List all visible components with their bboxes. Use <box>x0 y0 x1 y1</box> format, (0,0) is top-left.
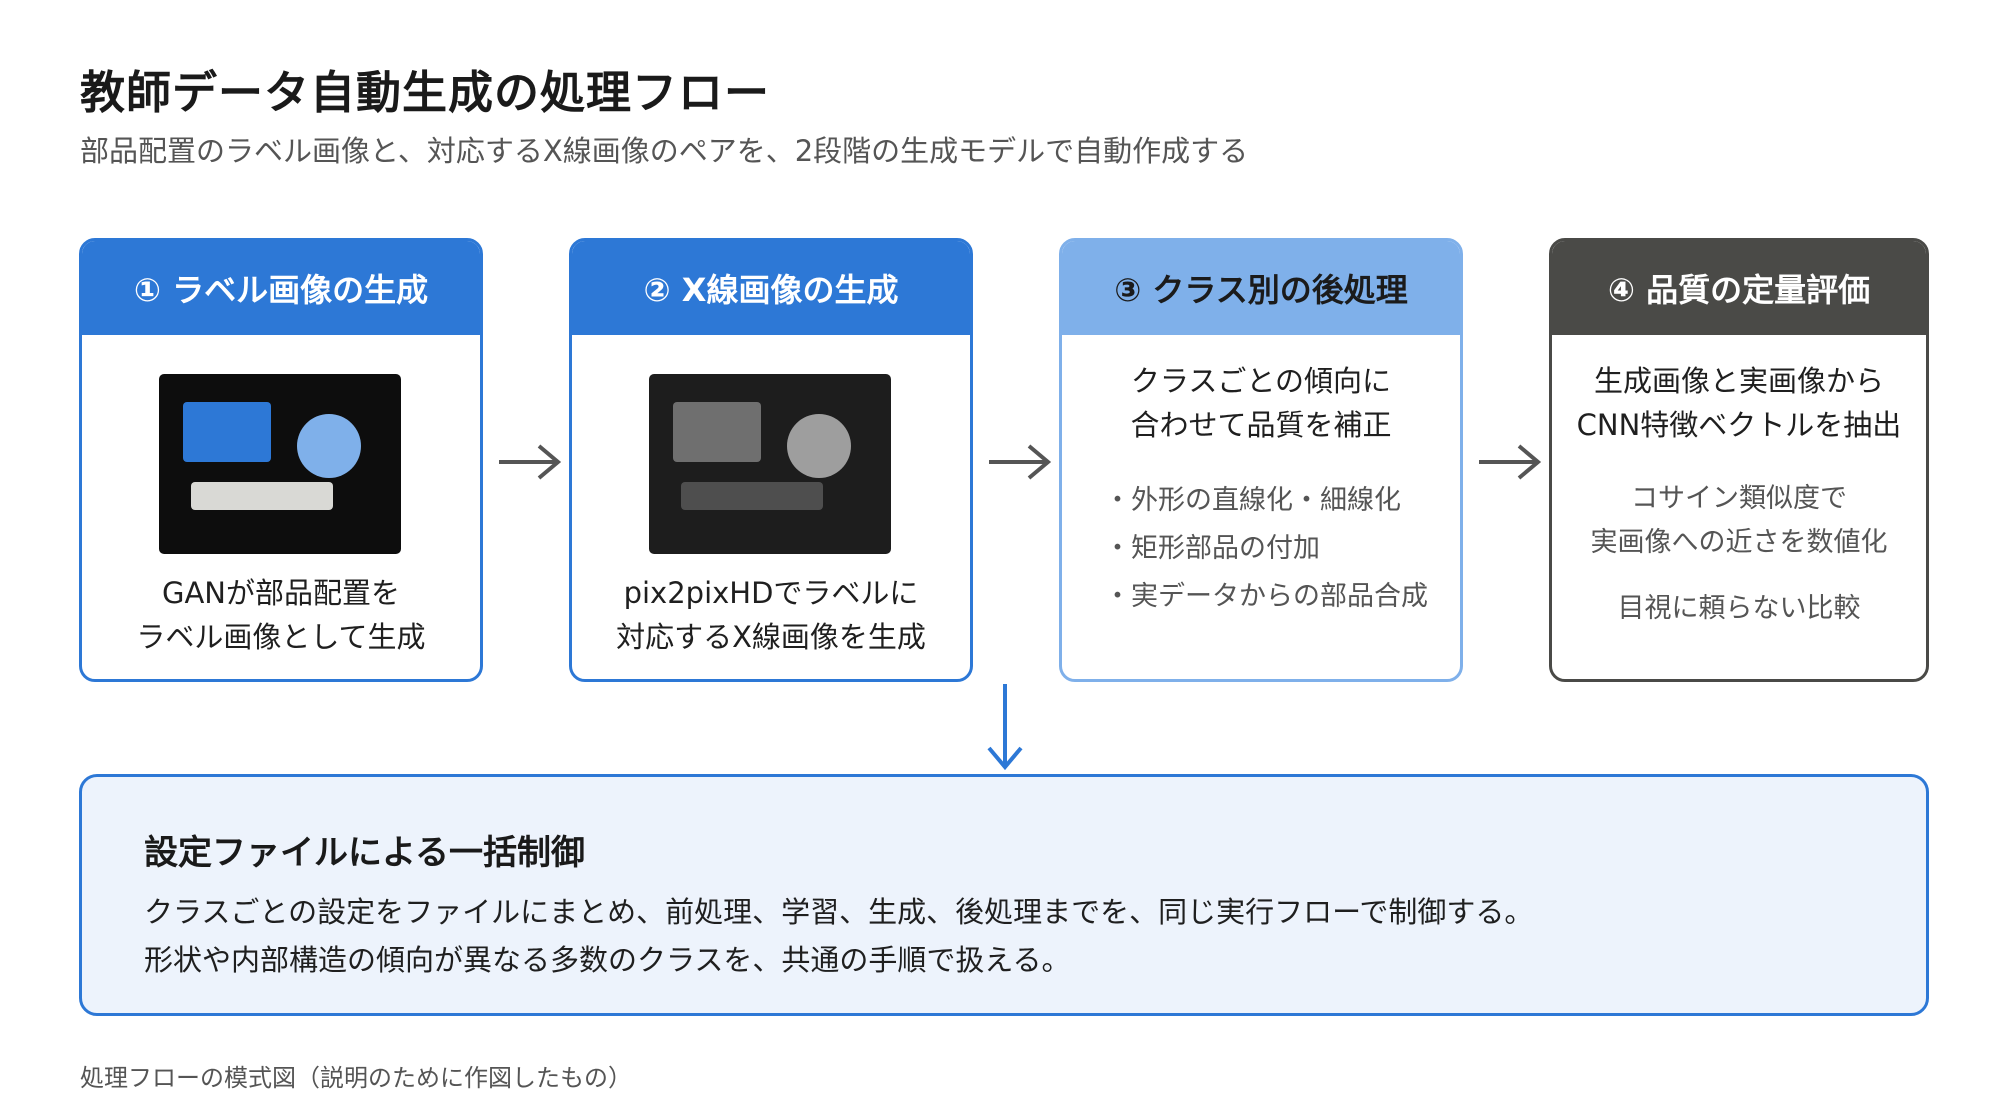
right-arrow-icon <box>499 444 562 480</box>
step-heading: ③ クラス別の後処理 <box>1062 241 1460 335</box>
step-lead: クラスごとの傾向に 合わせて品質を補正 <box>1062 359 1460 447</box>
config-control-panel: 設定ファイルによる一括制御 クラスごとの設定をファイルにまとめ、前処理、学習、生… <box>79 774 1929 1016</box>
step-lead: 生成画像と実画像から CNN特徴ベクトルを抽出 <box>1552 359 1926 447</box>
circle-part-shape <box>787 414 851 478</box>
bar-part-shape <box>191 482 333 510</box>
detail-line: コサイン類似度で <box>1631 483 1847 514</box>
caption-line: GANが部品配置を <box>161 576 400 610</box>
step-heading: ① ラベル画像の生成 <box>82 241 480 335</box>
caption-line: 対応するX線画像を生成 <box>616 620 926 654</box>
panel-text-line: 形状や内部構造の傾向が異なる多数のクラスを、共通の手順で扱える。 <box>144 943 1071 977</box>
right-arrow-icon <box>1479 444 1542 480</box>
bullet-item: ・外形の直線化・細線化 <box>1104 485 1401 516</box>
step-card-quality-eval: ④ 品質の定量評価 生成画像と実画像から CNN特徴ベクトルを抽出 コサイン類似… <box>1549 238 1929 682</box>
panel-title: 設定ファイルによる一括制御 <box>144 833 585 873</box>
page-subtitle: 部品配置のラベル画像と、対応するX線画像のペアを、2段階の生成モデルで自動作成す… <box>80 134 1249 168</box>
circle-part-shape <box>297 414 361 478</box>
panel-text-line: クラスごとの設定をファイルにまとめ、前処理、学習、生成、後処理までを、同じ実行フ… <box>144 895 1534 929</box>
step-heading: ② X線画像の生成 <box>572 241 970 335</box>
step-detail-note: 目視に頼らない比較 <box>1617 593 1861 624</box>
step-detail: コサイン類似度で 実画像への近さを数値化 <box>1552 477 1926 565</box>
bullet-item: ・実データからの部品合成 <box>1104 581 1428 612</box>
lead-line: 合わせて品質を補正 <box>1130 408 1392 442</box>
lead-line: クラスごとの傾向に <box>1130 364 1392 398</box>
rect-part-shape <box>673 402 761 462</box>
step-card-xray-generation: ② X線画像の生成 pix2pixHDでラベルに 対応するX線画像を生成 <box>569 238 973 682</box>
step-caption: pix2pixHDでラベルに 対応するX線画像を生成 <box>572 571 970 659</box>
step-caption: GANが部品配置を ラベル画像として生成 <box>82 571 480 659</box>
lead-line: 生成画像と実画像から <box>1593 364 1884 398</box>
step-card-postprocess: ③ クラス別の後処理 クラスごとの傾向に 合わせて品質を補正 ・外形の直線化・細… <box>1059 238 1463 682</box>
step-heading: ④ 品質の定量評価 <box>1552 241 1926 335</box>
rect-part-shape <box>183 402 271 462</box>
bullet-item: ・矩形部品の付加 <box>1104 533 1320 564</box>
down-arrow-icon <box>987 684 1023 771</box>
right-arrow-icon <box>989 444 1052 480</box>
xray-image-illustration <box>649 374 891 554</box>
bullet-list: ・外形の直線化・細線化 ・矩形部品の付加 ・実データからの部品合成 <box>1104 477 1428 621</box>
caption-line: pix2pixHDでラベルに <box>623 576 919 610</box>
label-image-illustration <box>159 374 401 554</box>
detail-line: 実画像への近さを数値化 <box>1590 527 1888 558</box>
caption-line: ラベル画像として生成 <box>136 620 426 654</box>
bar-part-shape <box>681 482 823 510</box>
lead-line: CNN特徴ベクトルを抽出 <box>1576 408 1902 442</box>
page-title: 教師データ自動生成の処理フロー <box>80 66 771 119</box>
step-card-label-generation: ① ラベル画像の生成 GANが部品配置を ラベル画像として生成 <box>79 238 483 682</box>
figure-note: 処理フローの模式図（説明のために作図したもの） <box>80 1064 632 1092</box>
